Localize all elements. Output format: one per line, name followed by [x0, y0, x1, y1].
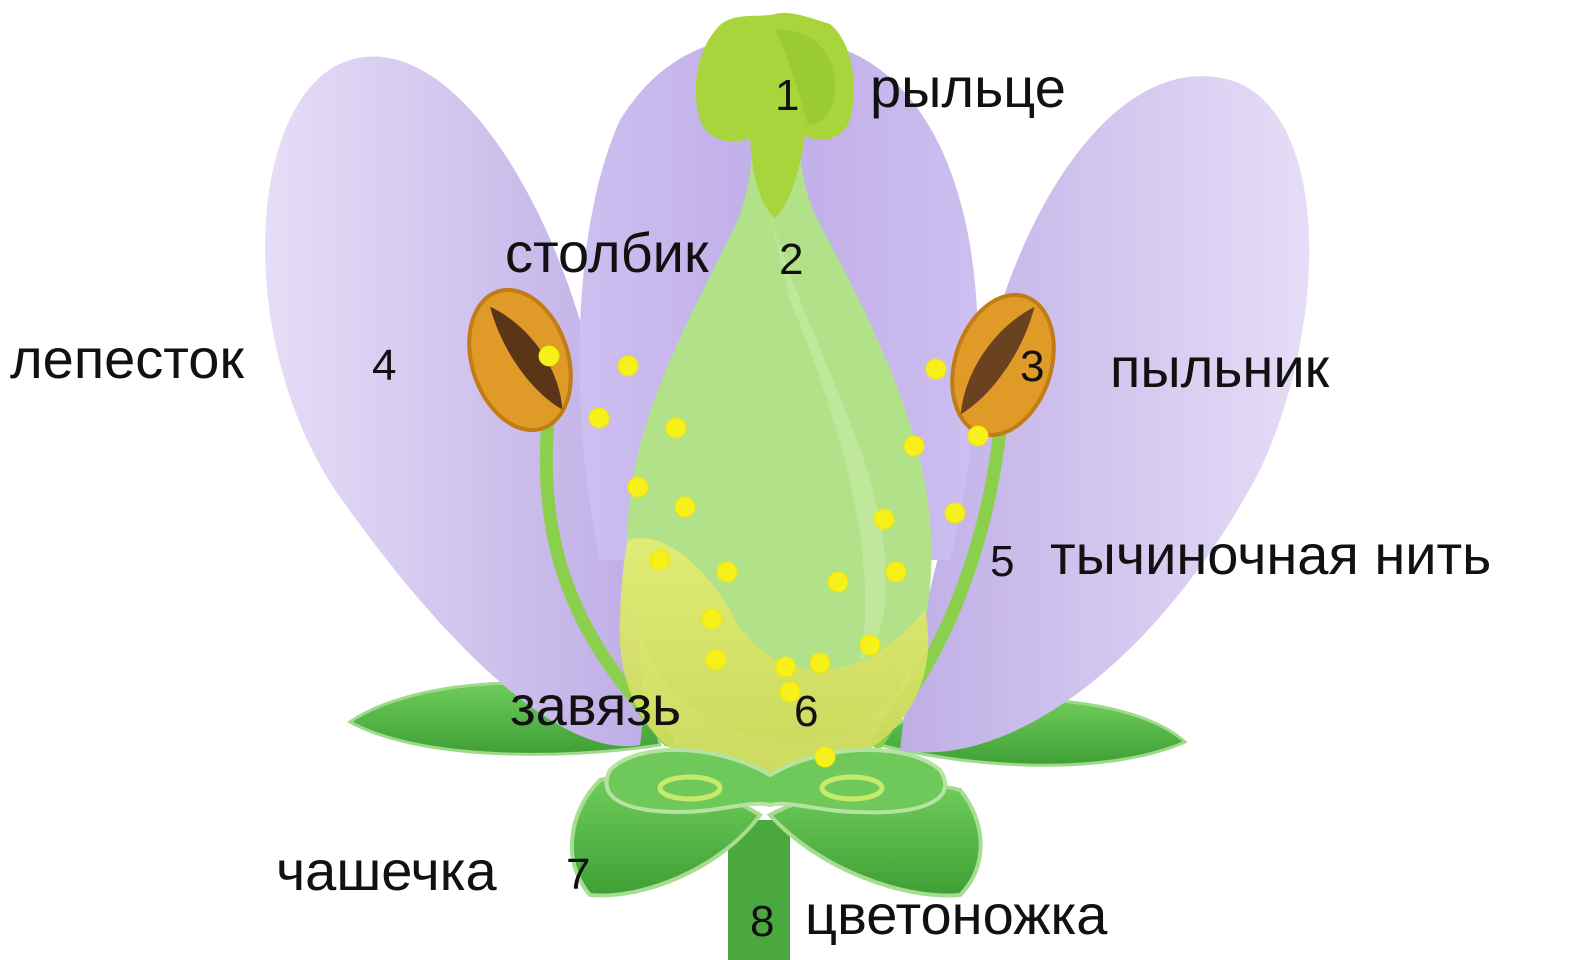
number-1: 1: [775, 74, 799, 118]
label-pedicel: цветоножка: [805, 887, 1107, 943]
number-7: 7: [566, 853, 590, 897]
label-petal: лепесток: [10, 331, 244, 387]
number-6: 6: [794, 690, 818, 734]
pollen-grain: [828, 572, 848, 592]
pollen-grain: [589, 408, 609, 428]
pollen-grain: [666, 418, 686, 438]
pollen-grain: [860, 635, 880, 655]
pollen-grain: [926, 359, 946, 379]
pollen-grain: [810, 653, 830, 673]
pollen-grain: [874, 509, 894, 529]
pollen-grain: [968, 426, 988, 446]
number-2: 2: [779, 238, 803, 282]
pollen-grain: [702, 609, 722, 629]
pollen-grain: [675, 497, 695, 517]
pollen-grain: [904, 436, 924, 456]
label-style: столбик: [505, 225, 708, 281]
pollen-grain: [886, 562, 906, 582]
pollen-grain: [945, 503, 965, 523]
pollen-grain: [776, 657, 796, 677]
label-stigma: рыльце: [870, 60, 1066, 116]
number-4: 4: [372, 344, 396, 388]
number-5: 5: [990, 540, 1014, 584]
label-calyx: чашечка: [276, 843, 497, 899]
label-anther: пыльник: [1110, 340, 1329, 396]
pollen-grain: [618, 356, 638, 376]
pollen-grain: [628, 477, 648, 497]
pollen-grain: [717, 562, 737, 582]
label-filament: тычиночная нить: [1050, 527, 1491, 583]
pollen-grain: [539, 346, 559, 366]
number-3: 3: [1020, 345, 1044, 389]
pollen-grain: [706, 650, 726, 670]
number-8: 8: [750, 900, 774, 944]
label-ovary: завязь: [510, 678, 681, 734]
pollen-grain: [815, 747, 835, 767]
pollen-grain: [650, 550, 670, 570]
